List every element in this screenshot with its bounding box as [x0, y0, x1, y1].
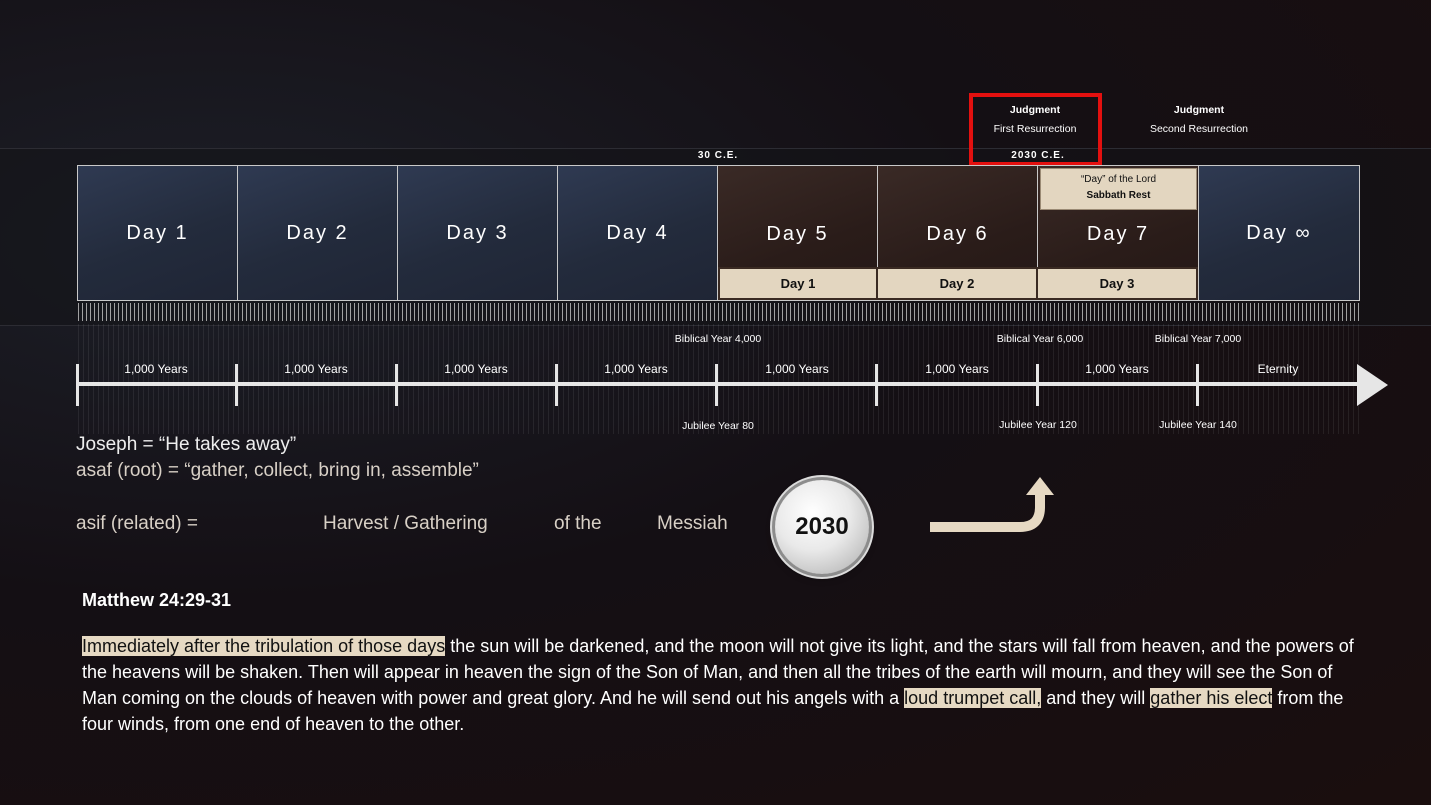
background-stripes: [78, 324, 1359, 434]
segment-label: 1,000 Years: [444, 362, 508, 376]
day-label: Day 4: [606, 221, 669, 244]
highlight-trumpet: loud trumpet call,: [904, 688, 1042, 708]
judgment-label: Judgment: [1173, 104, 1225, 116]
scripture-reference: Matthew 24:29-31: [82, 590, 232, 610]
day-label: Day 1: [126, 221, 189, 244]
timeline-tick: [555, 364, 558, 406]
timeline-axis: [78, 382, 1360, 386]
second-resurrection-annotation: Judgment Second Resurrection: [1139, 101, 1259, 139]
ce-2030-label: 2030 C.E.: [1011, 150, 1065, 161]
timeline-arrowhead: [1357, 364, 1388, 406]
timeline-tick: [235, 364, 238, 406]
judgment-label: Judgment: [1009, 104, 1061, 116]
day-label: Day 7: [1086, 223, 1150, 245]
day-block: Day 1: [77, 165, 238, 301]
harvest-gathering-text: Harvest / Gathering: [323, 513, 488, 534]
highlight-box: [969, 93, 1102, 166]
second-resurrection-label: Second Resurrection: [1149, 123, 1249, 135]
asaf-definition: asaf (root) = “gather, collect, bring in…: [76, 460, 479, 481]
year-2030-coin: 2030: [775, 480, 869, 574]
messiah-text: Messiah: [657, 513, 728, 534]
segment-label: 1,000 Years: [1085, 362, 1149, 376]
day-of-the-lord-box: “Day” of the Lord Sabbath Rest: [1040, 168, 1197, 210]
verse-text: the sun will be darkened, and the moon w…: [82, 636, 1354, 708]
sabbath-rest-label: Sabbath Rest: [1086, 190, 1151, 201]
highlight-tribulation: Immediately after the tribulation of tho…: [82, 636, 446, 656]
day-label: Day 5: [766, 223, 829, 245]
ce-30-label: 30 C.E.: [697, 150, 739, 161]
asif-definition: asif (related) =: [76, 513, 198, 534]
segment-label: 1,000 Years: [925, 362, 989, 376]
timeline-tick: [715, 364, 718, 406]
segment-label: 1,000 Years: [765, 362, 829, 376]
timeline-tick: [395, 364, 398, 406]
first-resurrection-label: First Resurrection: [993, 123, 1077, 135]
subday-label: Day 1: [780, 276, 816, 291]
scripture-text: Immediately after the tribulation of tho…: [82, 633, 1372, 737]
highlight-gather: gather his elect: [1150, 688, 1273, 708]
segment-label: 1,000 Years: [604, 362, 668, 376]
timeline-tick: [1196, 364, 1199, 406]
biblical-year-label: Biblical Year 4,000: [674, 333, 762, 345]
subday-label: Day 3: [1099, 276, 1135, 291]
subday-label: Day 2: [939, 276, 975, 291]
day-block: Day ∞: [1198, 165, 1360, 301]
jubilee-year-label: Jubilee Year 140: [1159, 419, 1237, 431]
biblical-year-label: Biblical Year 7,000: [1154, 333, 1242, 345]
joseph-definition: Joseph = “He takes away”: [76, 434, 297, 455]
segment-label: 1,000 Years: [124, 362, 188, 376]
tick-ruler: [78, 303, 1359, 321]
day-label: Day 3: [446, 221, 509, 244]
day-of-the-lord-label: “Day” of the Lord: [1080, 174, 1157, 185]
timeline-tick: [1036, 364, 1039, 406]
day-block: Day 3: [397, 165, 558, 301]
coin-year: 2030: [795, 513, 849, 540]
jubilee-year-label: Jubilee Year 120: [999, 419, 1077, 431]
timeline-tick: [76, 364, 79, 406]
of-the-text: of the: [554, 513, 602, 534]
segment-label: Eternity: [1257, 362, 1299, 376]
subday-block: Day 1: [718, 267, 878, 300]
day-block: Day 4: [557, 165, 718, 301]
verse-text: and they will: [1041, 688, 1151, 708]
timeline-tick: [875, 364, 878, 406]
subday-block: Day 2: [876, 267, 1038, 300]
day-label: Day ∞: [1246, 221, 1312, 244]
up-turn-arrow-icon: [930, 477, 1054, 532]
subday-block: Day 3: [1036, 267, 1198, 300]
first-resurrection-annotation: Judgment First Resurrection: [975, 101, 1095, 139]
verse-text: from the four winds, from one end of hea…: [82, 688, 1344, 734]
day-block: Day 2: [237, 165, 398, 301]
day-label: Day 6: [926, 223, 989, 245]
day-label: Day 2: [286, 221, 349, 244]
jubilee-year-label: Jubilee Year 80: [682, 420, 754, 432]
segment-label: 1,000 Years: [284, 362, 348, 376]
biblical-year-label: Biblical Year 6,000: [996, 333, 1084, 345]
